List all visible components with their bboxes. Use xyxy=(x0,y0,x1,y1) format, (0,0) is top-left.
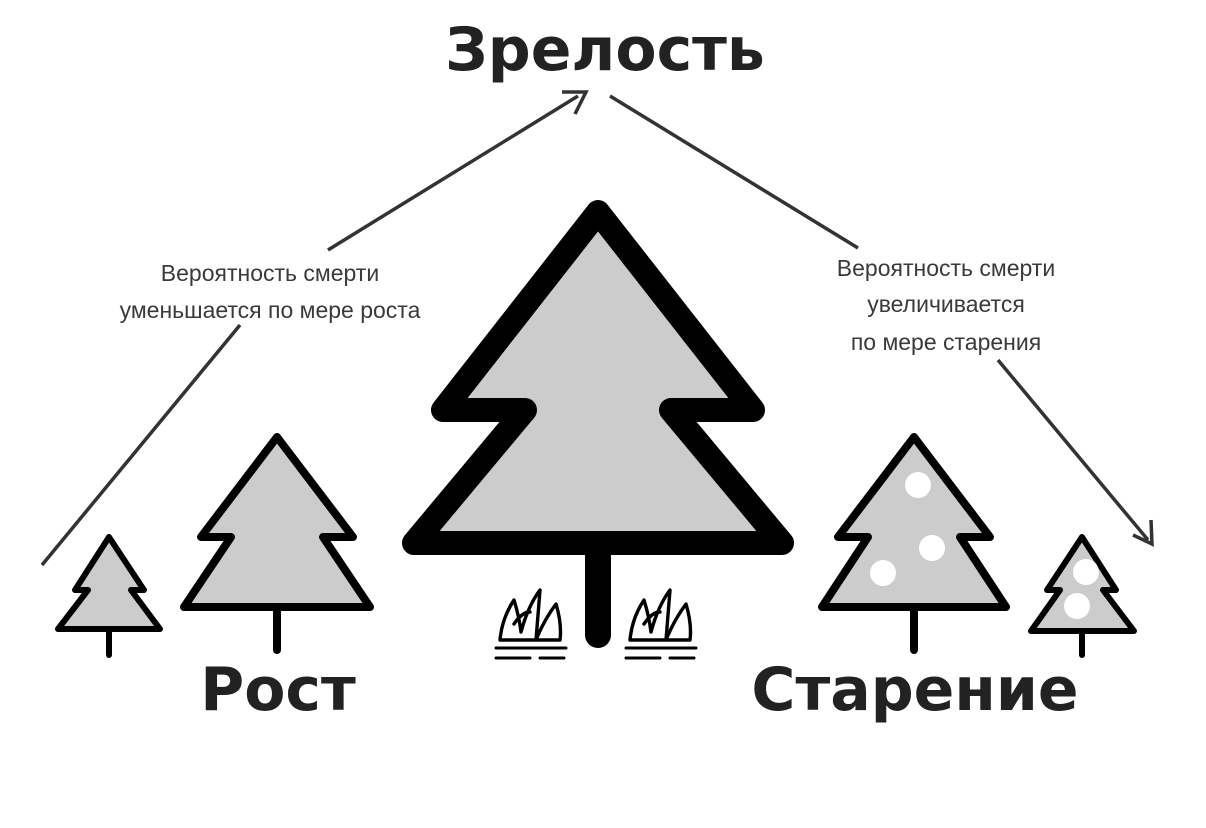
aging-spot xyxy=(1073,559,1099,585)
aging-spot xyxy=(870,560,896,586)
aging-spot xyxy=(905,472,931,498)
grass-right-icon xyxy=(624,588,698,660)
aging-arrow-icon xyxy=(609,94,1154,547)
growth-note: Вероятность смерти уменьшается по мере р… xyxy=(120,260,421,323)
stage-label-growth: Рост xyxy=(200,655,356,725)
growth-arrow-icon xyxy=(40,90,589,567)
aging-note-line-3: по мере старения xyxy=(851,329,1041,355)
aging-tree-icon xyxy=(818,433,1010,654)
growth-note-line-2: уменьшается по мере роста xyxy=(120,297,421,323)
grass-left-icon xyxy=(494,588,568,660)
stage-label-aging: Старение xyxy=(751,655,1078,725)
young-small-tree-icon xyxy=(55,534,163,658)
aging-small-tree-icon xyxy=(1028,534,1137,658)
aging-spot xyxy=(919,535,945,561)
aging-spot xyxy=(1064,593,1090,619)
aging-note: Вероятность смерти увеличивается по мере… xyxy=(837,255,1055,355)
aging-note-line-1: Вероятность смерти xyxy=(837,255,1055,281)
young-tree-icon xyxy=(180,433,374,654)
aging-note-line-2: увеличивается xyxy=(867,291,1025,317)
mature-tree-icon xyxy=(402,200,794,648)
growth-note-line-1: Вероятность смерти xyxy=(161,260,379,286)
stage-label-maturity: Зрелость xyxy=(445,15,765,85)
